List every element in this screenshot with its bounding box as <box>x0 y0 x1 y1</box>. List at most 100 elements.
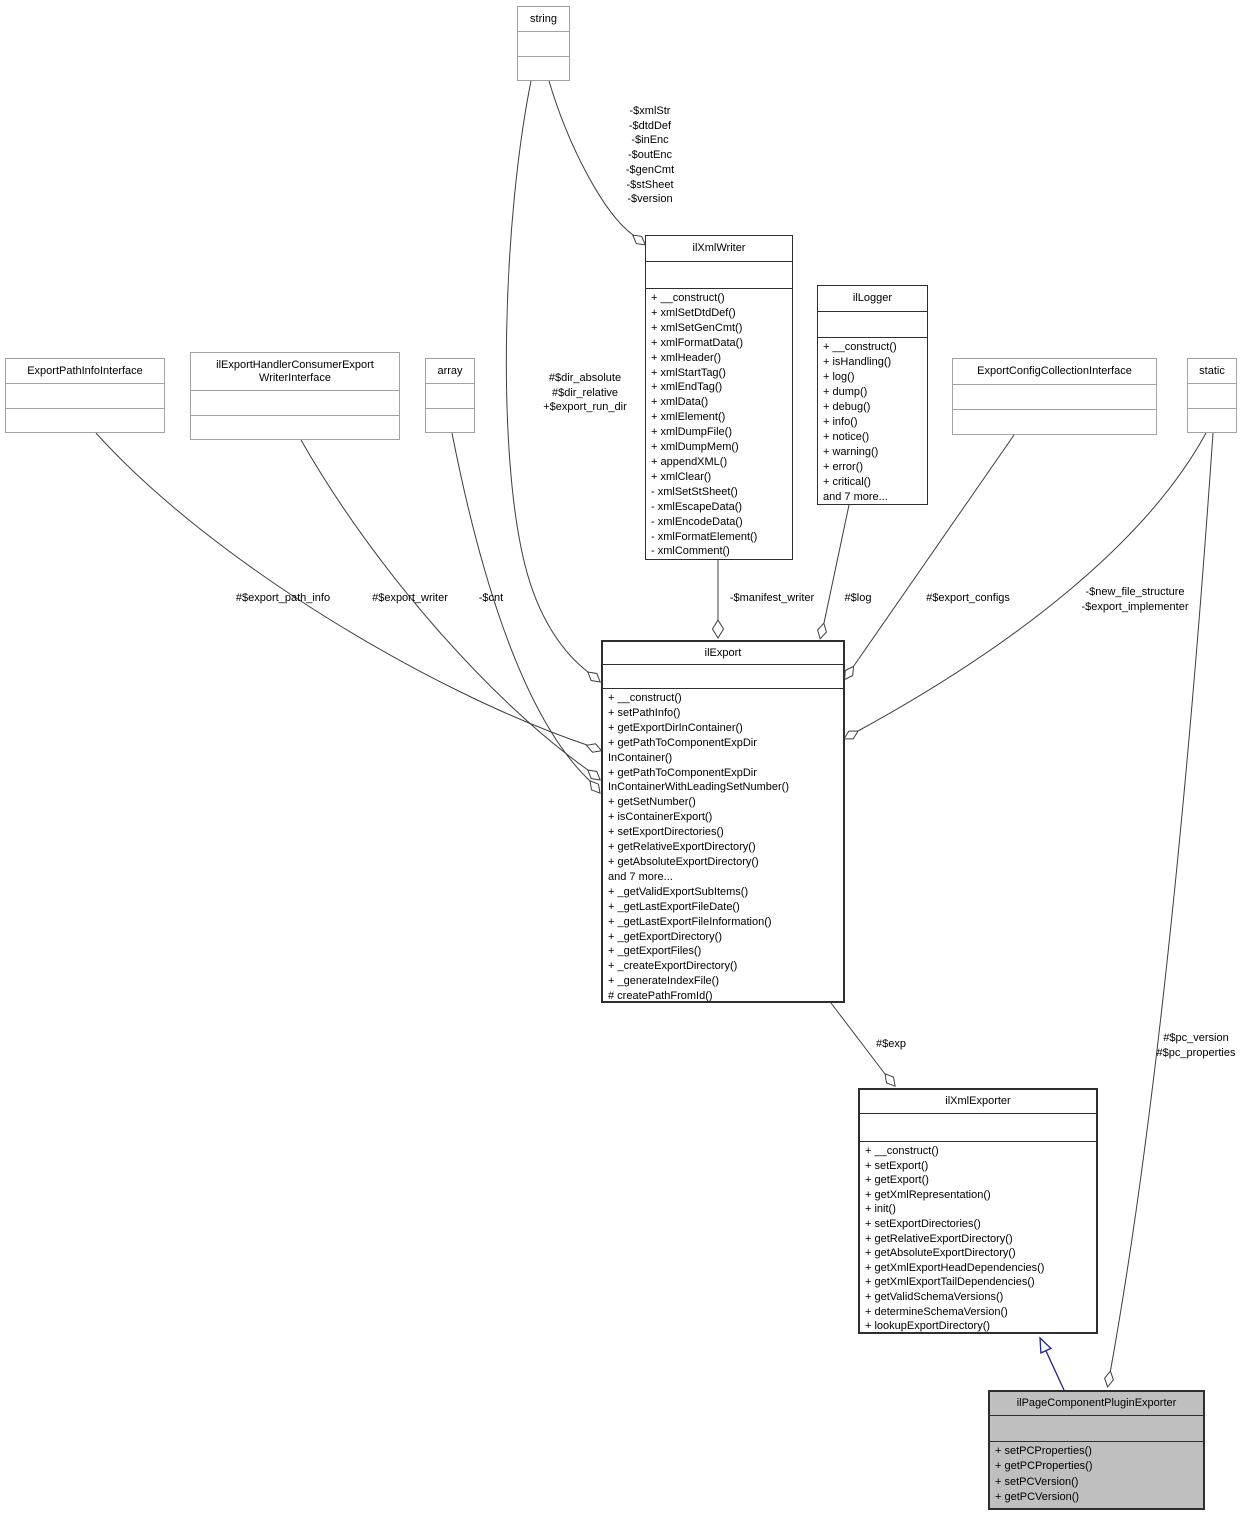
text-line: + _createExportDirectory() <box>608 960 738 973</box>
class-ilexporthandlerconsumerexportwriterinterface: ilExportHandlerConsumerExport WriterInte… <box>190 352 400 440</box>
text-line: + info() <box>823 416 858 428</box>
text-line: + getAbsoluteExportDirectory() <box>608 855 759 868</box>
text-line: + appendXML() <box>651 455 728 468</box>
text-line: + getSetNumber() <box>608 796 696 809</box>
text-line: + _getValidExportSubItems() <box>608 885 749 898</box>
edge-label-string-members: -$xmlStr-$dtdDef-$inEnc-$outEnc-$genCmt-… <box>626 104 674 207</box>
aggregation-diamond <box>843 730 859 740</box>
text-line: + setPathInfo() <box>608 706 681 719</box>
text-line: + _getExportFiles() <box>608 945 702 958</box>
class-title: ilXmlExporter <box>945 1095 1011 1107</box>
edge-label-new-file-structure: -$new_file_structure-$export_implementer <box>1082 585 1189 614</box>
class-title: ilExportHandlerConsumerExport WriterInte… <box>216 358 374 384</box>
text-line: + lookupExportDirectory() <box>865 1320 991 1333</box>
text-line: + setPCProperties() <box>995 1445 1092 1457</box>
methods-compartment: + __construct()+ isHandling()+ log()+ du… <box>818 337 927 505</box>
class-title: array <box>437 364 463 377</box>
text-line: + notice() <box>823 431 870 443</box>
text-line: + setExportDirectories() <box>608 826 724 839</box>
class-ilpagecomponentpluginexporter: ilPageComponentPluginExporter + setPCPro… <box>988 1390 1205 1510</box>
class-title: ilExport <box>704 646 742 659</box>
text-line: - xmlEscapeData() <box>651 500 743 513</box>
text-line: + error() <box>823 461 864 473</box>
attributes-compartment <box>990 1415 1203 1441</box>
text-line: and 7 more... <box>823 491 888 503</box>
text-line: + xmlClear() <box>651 470 712 483</box>
text-line: and 7 more... <box>608 870 673 883</box>
class-title: static <box>1199 364 1225 377</box>
methods-compartment <box>1188 408 1236 432</box>
methods-compartment <box>953 409 1156 434</box>
edge-exportpathinfo-ilexport <box>95 432 588 746</box>
attributes-compartment <box>646 261 792 288</box>
edge-label-exp: #$exp <box>876 1038 906 1050</box>
aggregation-diamond <box>884 1073 896 1087</box>
text-line: - xmlSetStSheet() <box>651 485 738 498</box>
text-line: + getAbsoluteExportDirectory() <box>865 1247 1016 1260</box>
text-line: #$dir_absolute <box>548 372 622 384</box>
edge-string-ilexport <box>505 80 589 673</box>
text-line: - xmlFormatElement() <box>651 530 758 543</box>
text-line: #$pc_properties <box>1156 1046 1236 1059</box>
class-title: ExportConfigCollectionInterface <box>977 365 1132 377</box>
class-title: string <box>530 12 557 25</box>
text-line: -$outEnc <box>627 149 673 162</box>
class-title: ilLogger <box>852 292 893 304</box>
methods-compartment: + __construct()+ setExport()+ getExport(… <box>860 1141 1096 1334</box>
text-line: + log() <box>823 371 855 383</box>
text-line: -$version <box>627 193 673 206</box>
text-line: + xmlStartTag() <box>651 366 726 379</box>
text-line: + xmlFormatData() <box>651 336 743 349</box>
text-line: - xmlComment() <box>651 545 730 558</box>
class-ilxmlwriter: ilXmlWriter + __construct() + xmlSetDtdDe… <box>645 235 793 560</box>
text-line: + critical() <box>823 476 871 488</box>
text-line: + getPathToComponentExpDir <box>608 766 757 779</box>
edge-static-ilexport <box>857 432 1207 732</box>
text-line: + _generateIndexFile() <box>608 975 719 988</box>
text-line: -$stSheet <box>626 178 674 191</box>
text-line: + getExportDirInContainer() <box>608 721 743 734</box>
class-ilxmlexporter: ilXmlExporter + __construct()+ setExport… <box>858 1088 1098 1334</box>
text-line: -$genCmt <box>625 163 675 176</box>
text-line: + xmlElement() <box>651 411 726 424</box>
edge-label-dir-members: #$dir_absolute#$dir_relative+$export_run… <box>543 371 626 415</box>
text-line: + xmlData() <box>651 396 709 409</box>
aggregation-diamond <box>817 622 827 640</box>
text-line: #$pc_version <box>1163 1032 1229 1044</box>
class-ilexport: ilExport + __construct()+ setPathInfo()+… <box>601 640 845 1003</box>
aggregation-diamond <box>587 671 601 683</box>
methods-compartment <box>518 56 569 80</box>
aggregation-diamond <box>587 769 601 781</box>
edge-string-ilxmlwriter <box>548 80 634 236</box>
methods-compartment: + __construct() + setPathInfo() + getExpor… <box>603 688 843 1004</box>
edge-ilexport-ilxmlexporter <box>830 1002 886 1075</box>
text-line: - xmlEncodeData() <box>651 515 743 528</box>
text-line: + getValidSchemaVersions() <box>865 1290 1004 1303</box>
methods-compartment <box>191 415 399 439</box>
class-array: array <box>425 358 475 433</box>
text-line: + getExport() <box>865 1174 929 1187</box>
methods-compartment <box>426 408 474 432</box>
text-line: + xmlSetDtdDef() <box>651 306 736 319</box>
text-line: + setExportDirectories() <box>865 1217 981 1230</box>
edge-label-export-configs: #$export_configs <box>926 592 1010 604</box>
text-line: + xmlDumpFile() <box>651 426 732 439</box>
edge-exportconfigs-ilexport <box>853 434 1015 667</box>
edge-label-cnt: -$cnt <box>478 592 504 604</box>
edge-label-export-path-info: #$export_path_info <box>235 592 331 604</box>
text-line: + getPCProperties() <box>995 1460 1093 1473</box>
methods-compartment <box>6 408 164 432</box>
class-title: ilXmlWriter <box>692 242 746 254</box>
attributes-compartment <box>6 383 164 408</box>
text-line: InContainer() <box>608 751 673 764</box>
text-line: -$export_implementer <box>1081 600 1189 613</box>
class-title: ExportPathInfoInterface <box>27 364 143 377</box>
class-string: string <box>517 6 570 81</box>
attributes-compartment <box>426 383 474 408</box>
text-line: + __construct() <box>651 292 725 304</box>
attributes-compartment <box>818 311 927 337</box>
edge-label-pc-members: #$pc_version #$pc_properties <box>1157 1031 1236 1060</box>
class-exportpathinfointerface: ExportPathInfoInterface <box>5 358 165 433</box>
attributes-compartment <box>1188 383 1236 408</box>
text-line: + __construct() <box>608 692 682 704</box>
